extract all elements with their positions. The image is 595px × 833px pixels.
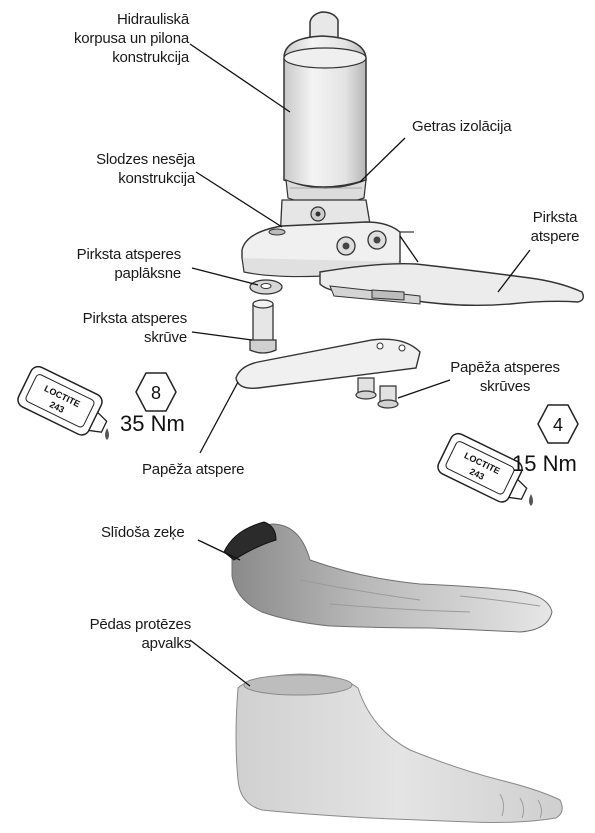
label-heel-screws-line1: Papēža atsperes: [440, 358, 570, 377]
hex-left-icon: 8: [136, 373, 176, 411]
torque-right-value: 15 Nm: [512, 451, 577, 477]
leader-hydraulic: [190, 44, 290, 112]
heel-screws-illustration: [356, 378, 398, 408]
label-hydraulic-line1: Hidrauliskā: [19, 10, 189, 29]
label-hydraulic-line2: korpusa un pilona: [19, 29, 189, 48]
label-heel-spring: Papēža atspere: [142, 460, 244, 479]
loctite-bottle-left-icon: LOCTITE 243: [15, 364, 115, 443]
label-hydraulic-line3: konstrukcija: [19, 48, 189, 67]
label-gaiter: Getras izolācija: [412, 117, 511, 136]
toe-spring-illustration: [320, 264, 583, 306]
label-toe-washer-line2: paplāksne: [21, 264, 181, 283]
label-gaiter-text: Getras izolācija: [412, 117, 511, 136]
torque-left-value: 35 Nm: [120, 411, 185, 437]
label-heel-screws-line2: skrūves: [440, 377, 570, 396]
foot-cover-illustration: [236, 674, 562, 823]
leader-load: [196, 172, 282, 227]
label-foot-cover: Pēdas protēzes apvalks: [31, 615, 191, 653]
hex-right-number: 4: [553, 415, 563, 435]
label-cover-line2: apvalks: [31, 634, 191, 653]
leader-heel-spring: [200, 382, 238, 453]
leader-load-extra: [400, 236, 418, 262]
toe-washer-illustration: [250, 280, 282, 294]
toe-screw-illustration: [250, 300, 276, 353]
label-toe-spring: Pirksta atspere: [520, 208, 590, 246]
label-toe-washer-line1: Pirksta atsperes: [21, 245, 181, 264]
sliding-sock-illustration: [224, 522, 552, 632]
label-toe-screw: Pirksta atsperes skrūve: [27, 309, 187, 347]
label-toe-spring-line1: Pirksta: [520, 208, 590, 227]
label-load-line1: Slodzes nesēja: [35, 150, 195, 169]
label-load-line2: konstrukcija: [35, 169, 195, 188]
label-load-structure: Slodzes nesēja konstrukcija: [35, 150, 195, 188]
label-toe-spring-line2: atspere: [520, 227, 590, 246]
label-toe-washer: Pirksta atsperes paplāksne: [21, 245, 181, 283]
leader-cover: [190, 640, 250, 686]
label-cover-line1: Pēdas protēzes: [31, 615, 191, 634]
hex-right-icon: 4: [538, 405, 578, 443]
hex-left-number: 8: [151, 383, 161, 403]
leader-toe-screw: [192, 332, 252, 340]
label-heel-screws: Papēža atsperes skrūves: [440, 358, 570, 396]
label-sock-text: Slīdoša zeķe: [101, 523, 184, 542]
label-sock: Slīdoša zeķe: [101, 523, 184, 542]
label-hydraulic-body: Hidrauliskā korpusa un pilona konstrukci…: [19, 10, 189, 67]
hydraulic-body-illustration: [284, 12, 366, 205]
label-toe-screw-line2: skrūve: [27, 328, 187, 347]
label-toe-screw-line1: Pirksta atsperes: [27, 309, 187, 328]
label-heel-spring-text: Papēža atspere: [142, 460, 244, 479]
